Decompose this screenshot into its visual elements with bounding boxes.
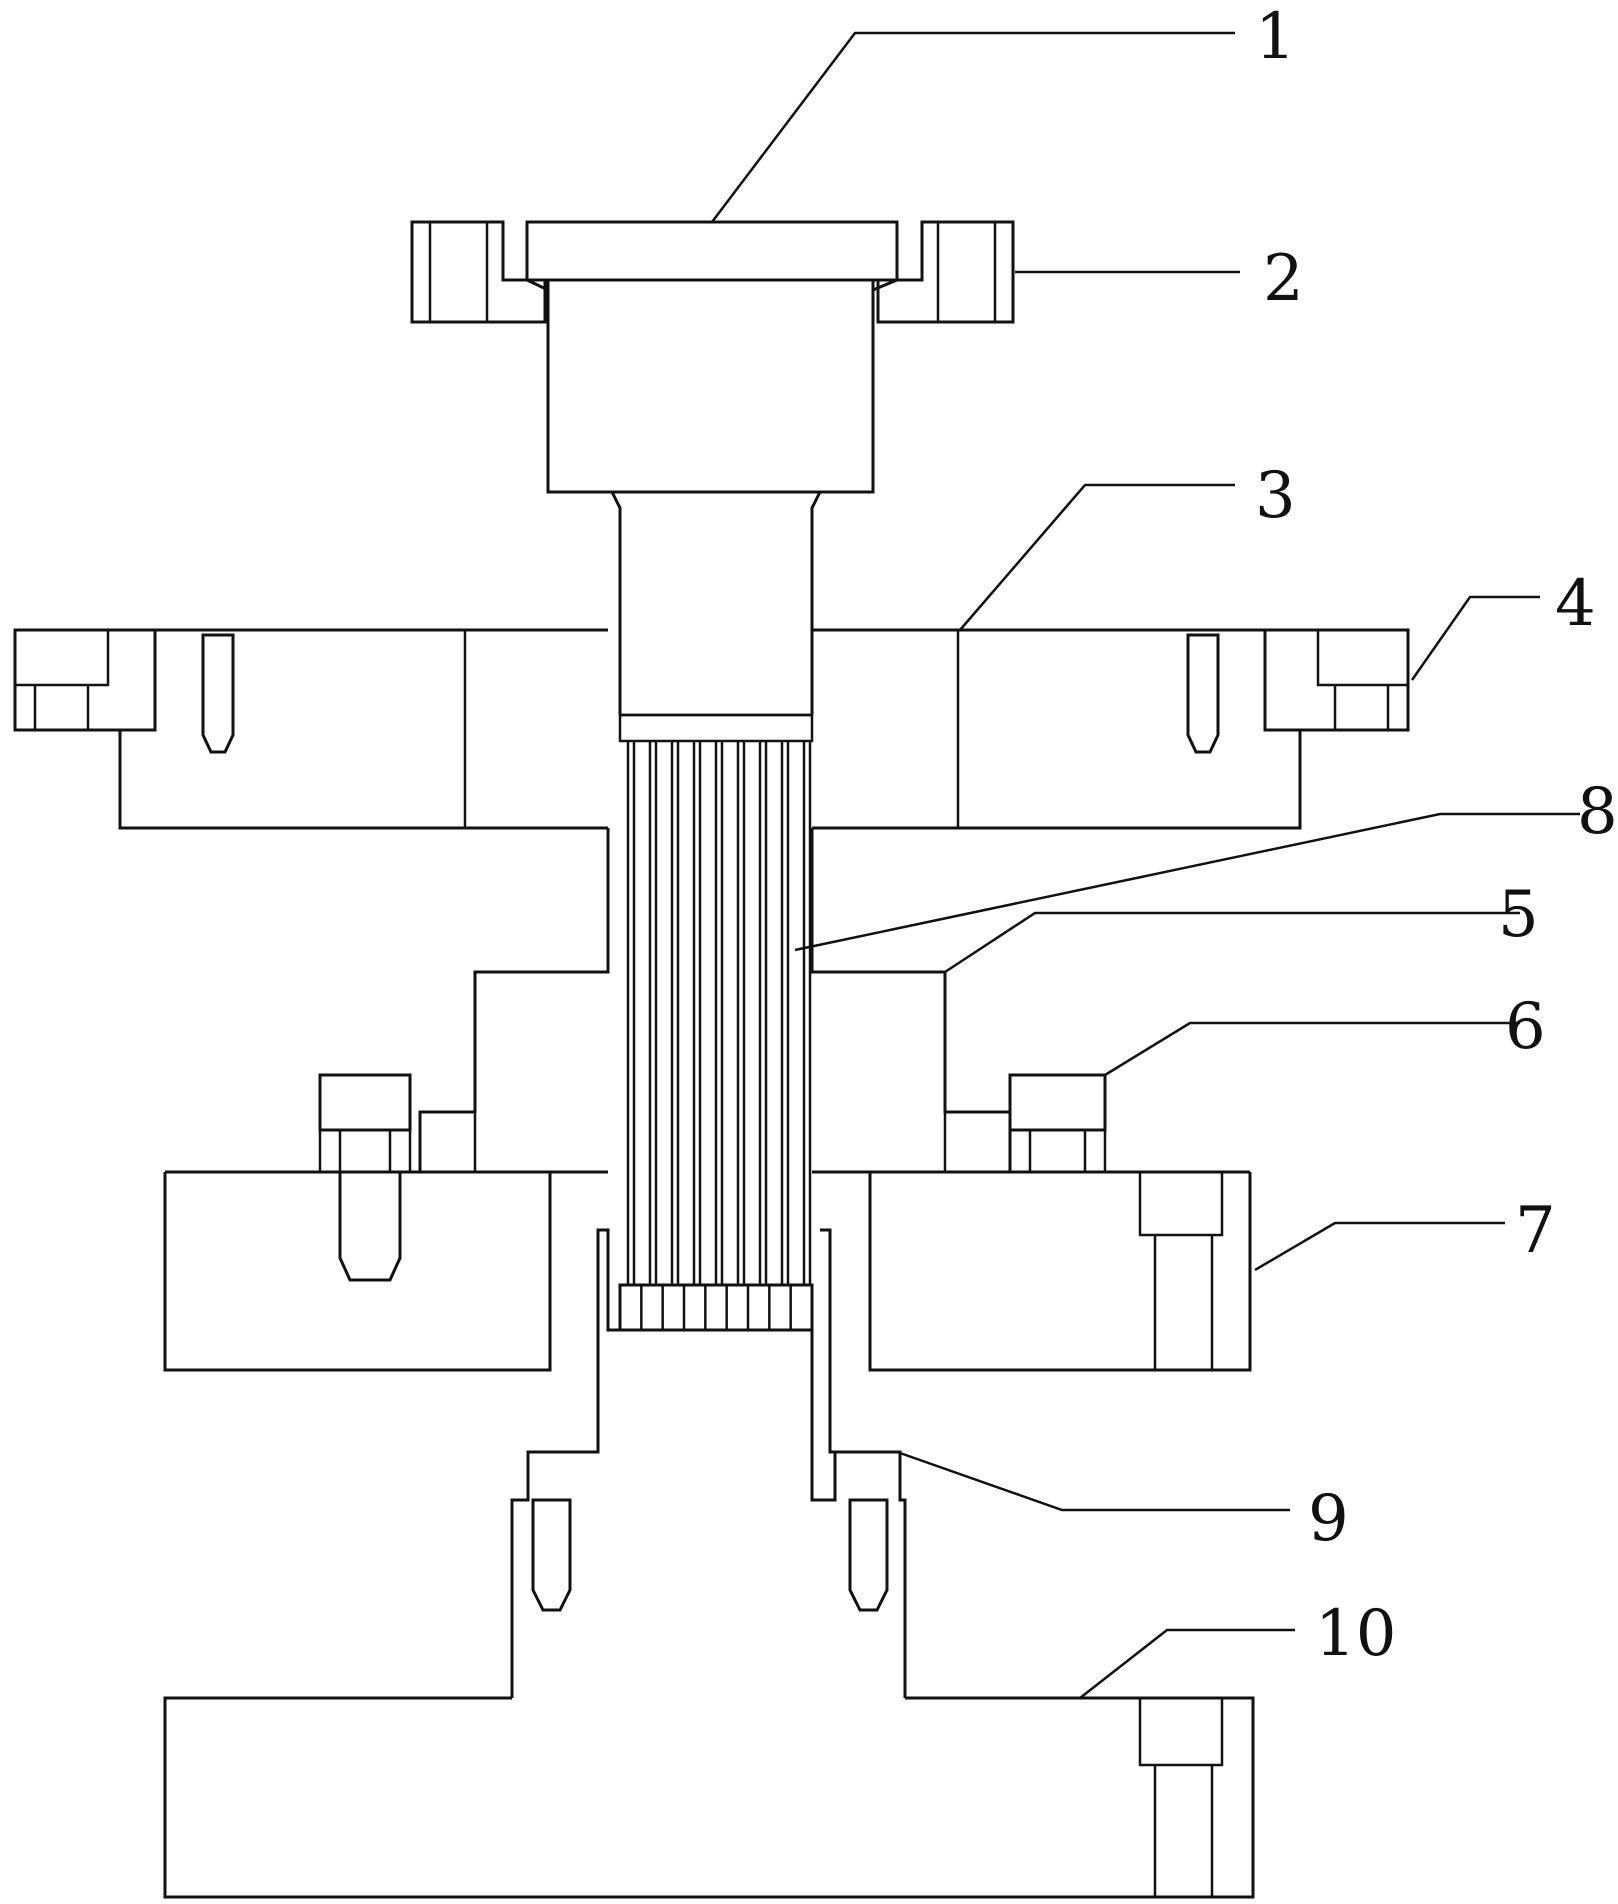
- callout-1: 1: [1255, 0, 1296, 74]
- part-7-die-plates: [165, 1172, 1250, 1370]
- callout-labels: 1 2 3 4 5 6 7 8 9 10: [1255, 0, 1618, 1671]
- part-8-pin-bundle: [620, 715, 812, 1330]
- part-2-head-clamps: [412, 222, 1013, 322]
- pin-lines: [628, 741, 810, 1285]
- callout-4: 4: [1555, 567, 1596, 641]
- pin-base-cells: [641, 1285, 790, 1330]
- part-9-lower-holder: [512, 1230, 905, 1698]
- callout-3: 3: [1255, 459, 1296, 533]
- callout-2: 2: [1263, 242, 1304, 316]
- callout-8: 8: [1577, 775, 1618, 849]
- callout-7: 7: [1515, 1194, 1556, 1268]
- upper-bolts: [203, 635, 1218, 752]
- part-6-bolt-blocks: [320, 1075, 1105, 1280]
- callout-5: 5: [1498, 878, 1539, 952]
- leader-lines: [712, 33, 1580, 1698]
- punch-neck: [548, 492, 873, 715]
- part-10-base: [165, 1698, 1253, 1897]
- callout-9: 9: [1308, 1482, 1349, 1556]
- callout-6: 6: [1505, 990, 1546, 1064]
- callout-10: 10: [1315, 1597, 1396, 1671]
- part-3-upper-plate: [15, 630, 1408, 828]
- part-1-top-head: [527, 222, 897, 492]
